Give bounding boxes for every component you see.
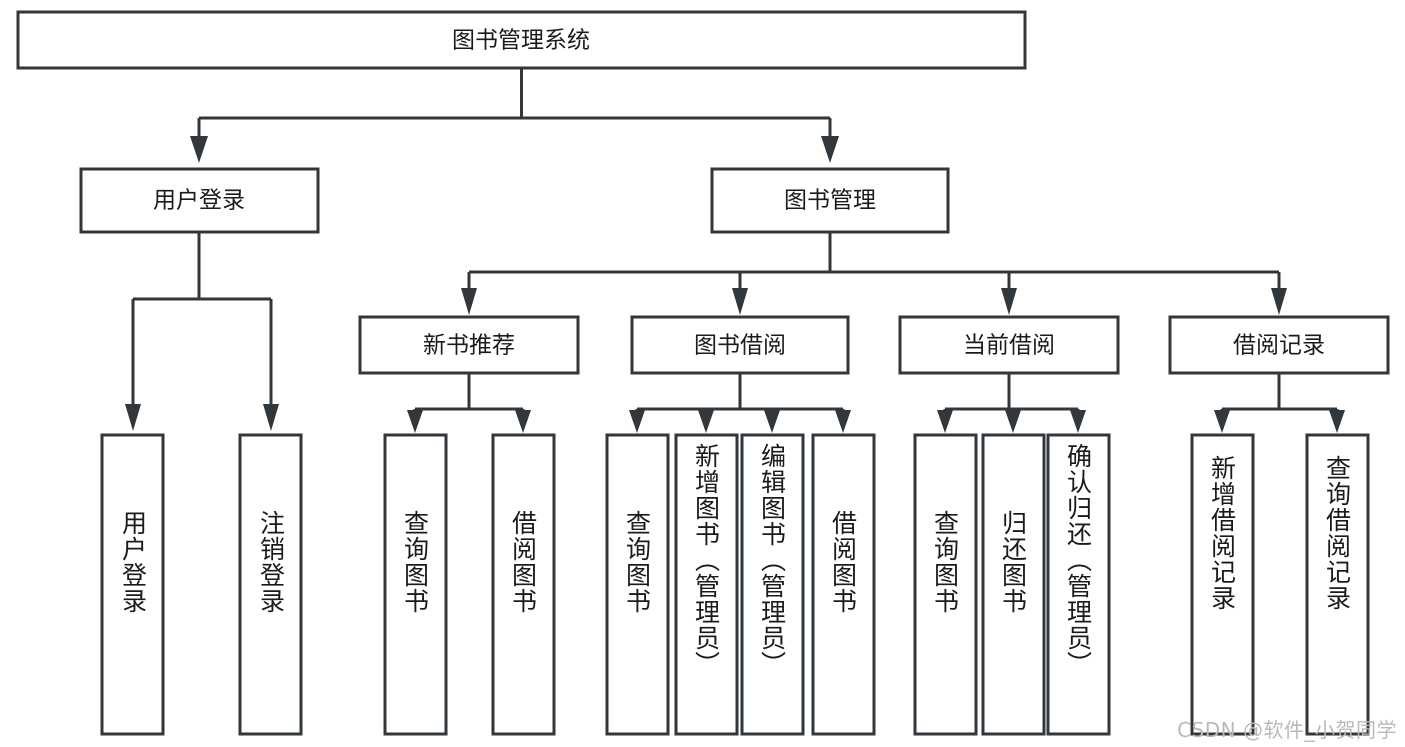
arrow-head-new-book-recommend	[461, 288, 477, 315]
node-book-borrow-rect[interactable]	[630, 315, 850, 375]
node-borrow-record[interactable]: 借阅记录	[1168, 315, 1390, 375]
node-current-borrow-label: 当前借阅	[963, 333, 1055, 359]
leaf-edit-book-rect[interactable]	[740, 433, 805, 736]
arrow-head-user-login	[190, 136, 208, 163]
watermark-text: CSDN @软件_小贺同学	[1177, 718, 1397, 742]
node-root-rect[interactable]	[16, 10, 1027, 70]
leaf-query-book-1-rect[interactable]	[383, 433, 448, 736]
arrow-head-leaf-borrow-book-2	[835, 410, 851, 433]
node-root-label: 图书管理系统	[452, 28, 590, 54]
edge-group-book-management-to-level3	[461, 232, 1287, 315]
edge-group-borrow-record-to-leaves	[1214, 373, 1345, 433]
node-new-book-recommend[interactable]: 新书推荐	[358, 315, 580, 375]
arrow-head-leaf-query-record	[1329, 410, 1345, 433]
arrow-head-borrow-record	[1271, 288, 1287, 315]
edge-group-new-book-recommend-to-leaves	[407, 373, 531, 433]
arrow-head-leaf-borrow-book-1	[515, 410, 531, 433]
node-new-book-recommend-rect[interactable]	[358, 315, 580, 375]
arrow-head-leaf-return-book	[1005, 410, 1021, 433]
leaf-borrow-book-2-rect[interactable]	[811, 433, 876, 736]
arrow-head-leaf-query-book-1	[407, 410, 423, 433]
leaf-query-book-3-rect[interactable]	[913, 433, 978, 736]
arrow-head-leaf-logout-login	[263, 404, 279, 431]
node-new-book-recommend-label: 新书推荐	[423, 333, 515, 359]
node-user-login[interactable]: 用户登录	[79, 167, 320, 234]
arrow-head-current-borrow	[1001, 288, 1017, 315]
arrow-head-leaf-user-login	[125, 404, 141, 431]
leaf-user-login-rect[interactable]	[100, 433, 165, 736]
arrow-head-leaf-edit-book	[764, 410, 780, 433]
node-book-borrow[interactable]: 图书借阅	[630, 315, 850, 375]
edge-group-root-to-level2	[190, 68, 839, 163]
edge-group-current-borrow-to-leaves	[937, 373, 1086, 433]
arrow-head-leaf-query-book-3	[937, 410, 953, 433]
arrow-head-leaf-add-record	[1214, 410, 1230, 433]
edge-group-book-borrow-to-leaves	[629, 373, 851, 433]
leaf-boxes	[100, 433, 1370, 736]
arrow-head-leaf-add-book	[698, 410, 714, 433]
node-book-management-label: 图书管理	[784, 188, 876, 214]
leaf-confirm-return-rect[interactable]	[1046, 433, 1111, 736]
leaf-query-record-rect[interactable]	[1305, 433, 1370, 736]
node-root[interactable]: 图书管理系统	[16, 10, 1027, 70]
arrow-head-leaf-confirm-return	[1070, 410, 1086, 433]
leaf-add-record-rect[interactable]	[1190, 433, 1255, 736]
arrow-head-book-management	[821, 136, 839, 163]
node-book-management-rect[interactable]	[710, 167, 950, 234]
node-user-login-label: 用户登录	[153, 188, 245, 214]
leaf-return-book-rect[interactable]	[981, 433, 1046, 736]
leaf-logout-login-rect[interactable]	[238, 433, 303, 736]
node-borrow-record-label: 借阅记录	[1233, 333, 1325, 359]
arrow-head-book-borrow	[732, 288, 748, 315]
leaf-borrow-book-1-rect[interactable]	[491, 433, 556, 736]
edge-group-user-login-to-leaves	[125, 232, 279, 431]
node-book-management[interactable]: 图书管理	[710, 167, 950, 234]
arrow-head-leaf-query-book-2	[629, 410, 645, 433]
node-current-borrow[interactable]: 当前借阅	[898, 315, 1120, 375]
node-current-borrow-rect[interactable]	[898, 315, 1120, 375]
node-book-borrow-label: 图书借阅	[694, 333, 786, 359]
node-borrow-record-rect[interactable]	[1168, 315, 1390, 375]
leaf-add-book-rect[interactable]	[674, 433, 739, 736]
node-user-login-rect[interactable]	[79, 167, 320, 234]
leaf-query-book-2-rect[interactable]	[605, 433, 670, 736]
